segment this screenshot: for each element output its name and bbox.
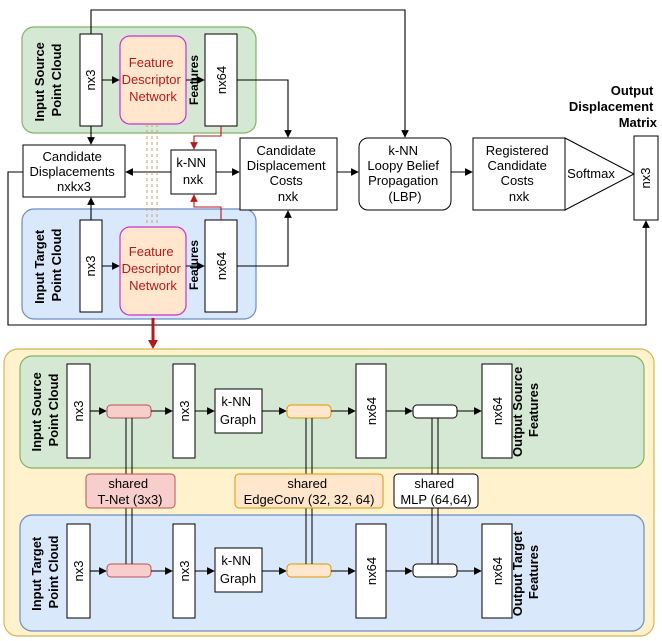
output-title: Output Displacement Matrix <box>569 83 658 130</box>
arrow-source-to-lbp <box>90 9 409 138</box>
arrow-src-nx64-to-costs <box>237 79 292 138</box>
top-arrows <box>7 9 650 326</box>
tnet-label-box <box>85 473 176 509</box>
d-src-nx64-out <box>481 363 513 459</box>
mlp-label: shared MLP (64,64) <box>400 476 471 507</box>
d-src-nx64-out-label: nx64 <box>490 397 505 425</box>
mlp-label-box <box>393 473 479 509</box>
d-src-nx3-in-label: nx3 <box>71 401 86 422</box>
candidate-displacements-label: Candidate Displacements nxkx3 <box>30 149 119 194</box>
softmax-label: Softmax <box>567 166 615 181</box>
costs-box <box>239 137 338 211</box>
d-src-nx64-mid <box>355 363 387 459</box>
detail-output-target-label: Output Target Features <box>510 528 541 617</box>
target-nx64-box <box>204 219 238 313</box>
d-tgt-knn-graph <box>214 547 263 593</box>
shared-weights-dashed <box>146 124 158 227</box>
knn-small-box <box>170 149 217 195</box>
registered-label: Registered Candidate Costs nxk <box>486 143 553 204</box>
d-src-mlp-bar <box>412 404 458 419</box>
d-src-nx64-mid-label: nx64 <box>364 397 379 425</box>
red-feature-arrows <box>190 126 222 220</box>
d-tgt-nx3-in-label: nx3 <box>71 561 86 582</box>
registered-box <box>472 137 566 211</box>
tnet-label: shared T-Net (3x3) <box>97 476 162 507</box>
d-src-knn-graph-label: k-NN Graph <box>220 394 256 427</box>
d-tgt-nx64-out-label: nx64 <box>490 557 505 585</box>
arrow-candidates-to-output <box>7 171 650 326</box>
d-src-nx3-mid-label: nx3 <box>177 401 192 422</box>
arrow-src-features-to-knn <box>190 126 222 150</box>
d-tgt-nx64-mid-label: nx64 <box>364 557 379 585</box>
fdn-target-label: Feature Descriptor Network <box>122 244 185 293</box>
d-tgt-nx3-mid-label: nx3 <box>177 561 192 582</box>
softmax-shape <box>564 137 636 211</box>
d-tgt-nx64-mid <box>355 523 387 619</box>
arrow-tgt-nx64-to-costs <box>237 210 292 267</box>
detail-target-label: Input Target Point Cloud <box>29 533 61 611</box>
output-nx3-label: nx3 <box>638 168 653 189</box>
costs-label: Candidate Displacement Costs nxk <box>247 143 329 204</box>
d-src-edgeconv-bar <box>286 404 332 419</box>
fdn-source-label: Feature Descriptor Network <box>122 55 185 104</box>
source-panel-label: Input Source Point Cloud <box>32 38 64 121</box>
edgeconv-label-box <box>234 473 384 509</box>
d-src-knn-graph <box>214 388 263 434</box>
lbp-label: k-NN Loopy Belief Propagation (LBP) <box>367 143 442 204</box>
d-src-tnet-bar <box>106 404 152 419</box>
d-tgt-tnet-bar <box>106 563 152 578</box>
source-nx3-label: nx3 <box>83 70 98 91</box>
detail-source-label: Input Source Point Cloud <box>29 368 61 451</box>
detail-arrows <box>90 407 482 575</box>
source-nx64-label: nx64 <box>214 66 229 94</box>
fdn-target-box <box>119 226 187 316</box>
target-nx64-label: nx64 <box>214 252 229 280</box>
output-nx3-box <box>633 135 659 221</box>
d-tgt-nx64-out <box>481 523 513 619</box>
d-tgt-mlp-bar <box>412 563 458 578</box>
edgeconv-label: shared EdgeConv (32, 32, 64) <box>244 476 375 507</box>
detail-output-source-label: Output Source Features <box>510 363 541 457</box>
d-tgt-knn-graph-label: k-NN Graph <box>220 553 256 586</box>
candidate-displacements-box <box>22 144 126 198</box>
target-panel-label: Input Target Point Cloud <box>32 226 64 304</box>
knn-small-label: k-NN nxk <box>176 155 209 187</box>
arrow-tgt-features-to-knn <box>190 194 222 220</box>
features-target-label: Features <box>187 240 201 290</box>
lbp-box <box>358 137 452 211</box>
expand-arrow <box>148 318 158 349</box>
d-tgt-edgeconv-bar <box>286 563 332 578</box>
target-nx3-label: nx3 <box>83 256 98 277</box>
